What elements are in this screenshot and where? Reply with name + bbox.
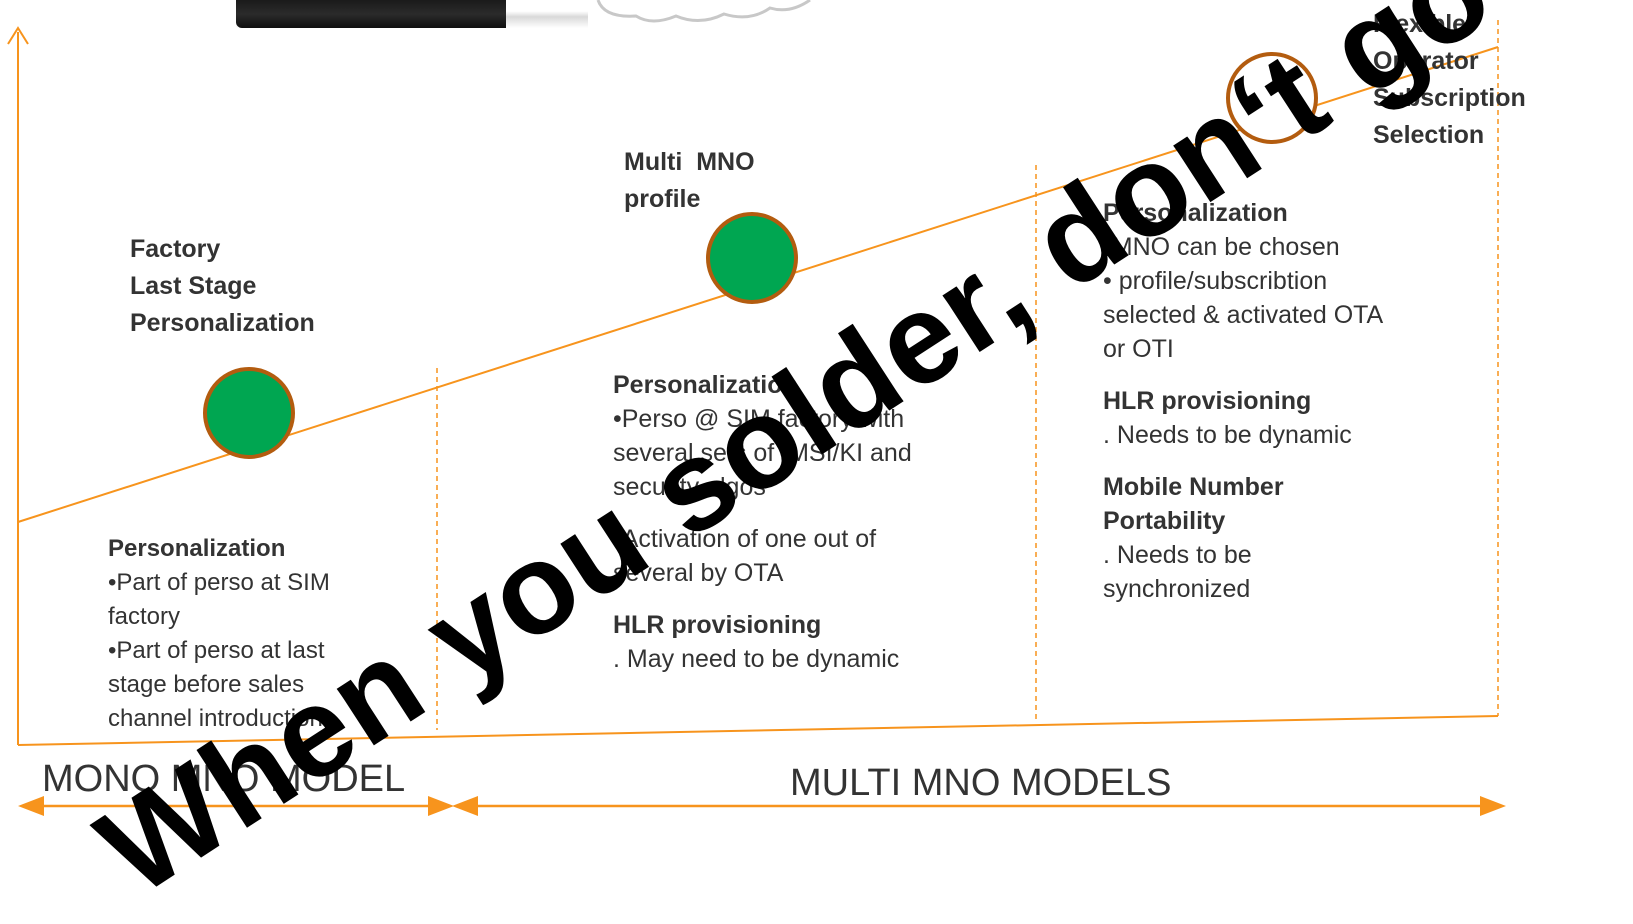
stage-title-line: Personalization: [130, 309, 315, 337]
hlr-text: . May need to be dynamic: [613, 645, 900, 673]
multi-arrow-right-head: [1480, 796, 1506, 816]
panel-line: •Activation of one out of: [613, 525, 877, 553]
panel-line: security algos: [613, 473, 766, 501]
panel-line: or OTI: [1103, 335, 1174, 363]
mnp-text: synchronized: [1103, 575, 1251, 603]
panel-heading: Personalization: [108, 535, 286, 562]
evolution-diagram: [7, 0, 1506, 816]
panel-heading: Personalization: [1103, 199, 1288, 227]
stage-title-line: Multi MNO: [624, 148, 755, 176]
panel-line: stage before sales: [108, 671, 305, 698]
baseline: [17, 715, 1499, 746]
cloud-shape: [596, 0, 811, 23]
panel-line: several sets of IMSI/KI and: [613, 439, 912, 467]
stage-title-line: Subscription: [1373, 84, 1526, 112]
stage-title-line: Factory: [130, 235, 221, 263]
stage-title-multi: Multi MNO profile: [624, 144, 755, 218]
panel-heading: Personalization: [613, 371, 798, 399]
stage-title-line: Last Stage: [130, 272, 257, 300]
panel-line: channel introduction: [108, 705, 323, 732]
stage-title-factory: Factory Last Stage Personalization: [130, 231, 315, 342]
panel-mono: Personalization •Part of perso at SIM fa…: [108, 532, 330, 736]
stage-marker-factory: [203, 367, 295, 459]
mono-arrow-right-head: [428, 796, 454, 816]
hlr-heading: HLR provisioning: [613, 611, 822, 639]
panel-multi: Personalization •Perso @ SIM factory wit…: [613, 368, 912, 676]
stage-title-line: Flexible: [1373, 10, 1467, 38]
cropped-photo-dark-region: [236, 0, 506, 28]
panel-line: •Part of perso at SIM: [108, 569, 330, 596]
panel-line: •Perso @ SIM factory with: [613, 405, 905, 433]
hlr-heading: HLR provisioning: [1103, 387, 1312, 415]
multi-model-label: MULTI MNO MODELS: [790, 762, 1172, 804]
panel-line: factory: [108, 603, 181, 630]
stage-title-line: Operator: [1373, 47, 1479, 75]
mono-model-label: MONO MNO MODEL: [42, 758, 406, 800]
spacer: [1103, 452, 1383, 470]
hlr-text: . Needs to be dynamic: [1103, 421, 1352, 449]
panel-flexible: Personalization •MNO can be chosen • pro…: [1103, 196, 1383, 606]
spacer: [1103, 366, 1383, 384]
multi-arrow-left-head: [452, 796, 478, 816]
panel-line: several by OTA: [613, 559, 784, 587]
panel-line: •Part of perso at last: [108, 637, 325, 664]
stage-marker-flexible: [1226, 52, 1318, 144]
mono-arrow-left-head: [18, 796, 44, 816]
stage-marker-multi: [706, 212, 798, 304]
stage-title-line: profile: [624, 185, 701, 213]
cropped-photo: [236, 0, 588, 28]
mnp-heading: Portability: [1103, 507, 1226, 535]
mnp-heading: Mobile Number: [1103, 473, 1284, 501]
stage-title-line: Selection: [1373, 121, 1485, 149]
mnp-text: . Needs to be: [1103, 541, 1252, 569]
panel-line: • profile/subscribtion: [1103, 267, 1328, 295]
panel-line: •MNO can be chosen: [1103, 233, 1340, 261]
y-axis-arrow: [7, 26, 29, 45]
stage-title-flexible: Flexible Operator Subscription Selection: [1373, 6, 1526, 154]
panel-line: selected & activated OTA: [1103, 301, 1384, 329]
